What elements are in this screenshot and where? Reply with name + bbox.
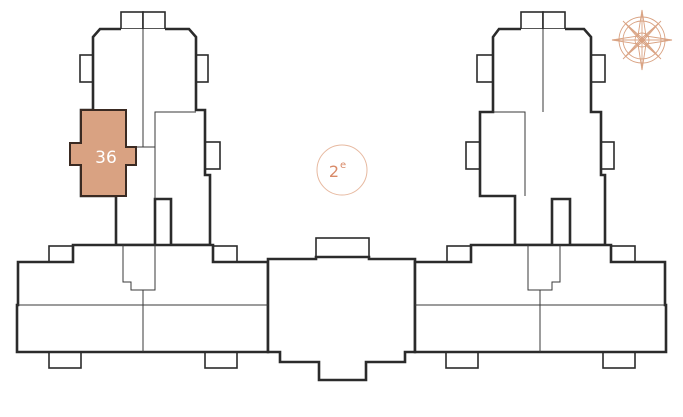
south-block [15, 237, 668, 382]
balcony [520, 11, 544, 30]
balcony [48, 245, 74, 264]
floor-suffix: e [340, 160, 346, 171]
partition [493, 111, 526, 196]
floor-number: 2 [329, 162, 339, 181]
balcony [602, 351, 636, 369]
balcony [204, 351, 238, 369]
balcony [120, 11, 144, 30]
partition [527, 245, 541, 305]
floor-circle [316, 144, 368, 196]
partition [154, 111, 196, 199]
right-tower-wall [478, 27, 607, 247]
balcony [48, 351, 82, 369]
unit-36-label[interactable]: 36 [95, 148, 117, 168]
balcony [315, 237, 370, 258]
unit-36[interactable]: 36 [69, 109, 137, 197]
right-tower [465, 11, 615, 247]
balcony [212, 245, 238, 264]
balcony [542, 11, 566, 30]
balcony [610, 245, 636, 264]
balcony [446, 245, 472, 264]
balcony [203, 141, 221, 170]
unit-36-shape[interactable] [69, 109, 137, 197]
compass-rose-icon [611, 9, 673, 71]
floor-indicator: 2 e [316, 144, 368, 196]
partition [122, 245, 144, 305]
balcony [445, 351, 479, 369]
partition [143, 245, 156, 291]
compass-point-sw [624, 39, 643, 58]
central-core-wall [266, 255, 417, 382]
partition [540, 245, 561, 291]
balcony [142, 11, 166, 30]
